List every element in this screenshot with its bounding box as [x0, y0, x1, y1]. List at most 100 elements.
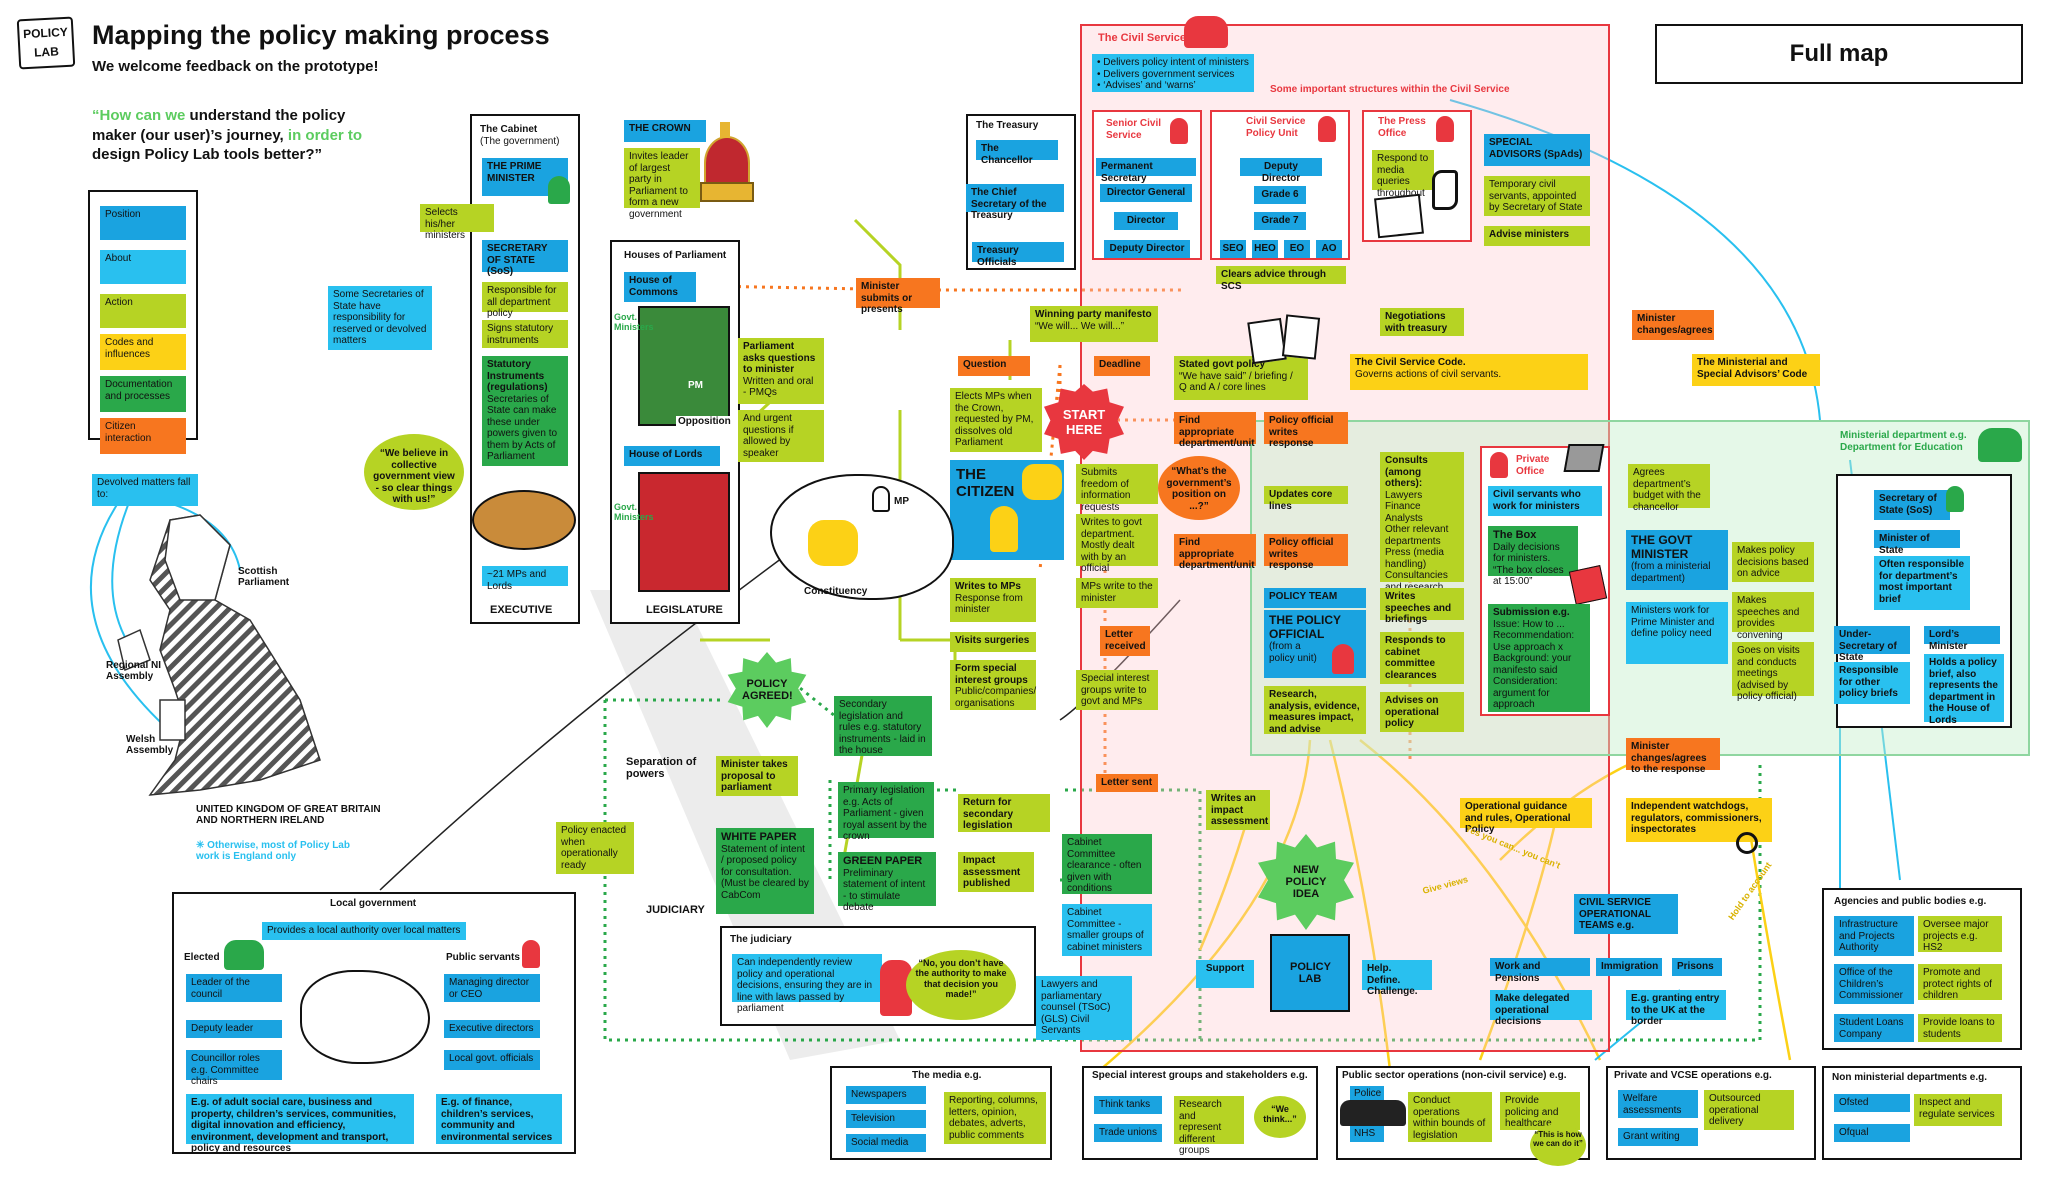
- agencies-title: Agencies and public bodies e.g.: [1834, 896, 1987, 907]
- negotiations-treasury: Negotiations with treasury: [1380, 308, 1464, 336]
- legend-position: Position: [100, 206, 186, 240]
- legend-citizen: Citizen interaction: [100, 418, 186, 454]
- urgent-questions: And urgent questions if allowed by speak…: [738, 410, 824, 462]
- submits-foi: Submits freedom of information requests: [1076, 464, 1158, 513]
- deputy-director: Deputy Director: [1104, 240, 1190, 258]
- provide-policing: Provide policing and healthcare: [1500, 1092, 1580, 1130]
- cabinet-subtitle: (The government): [480, 136, 560, 147]
- cabinet-title: The Cabinet: [480, 124, 538, 135]
- consults-title: Consults (among others):: [1385, 455, 1428, 489]
- crown-invites: Invites leader of largest party in Parli…: [624, 148, 700, 220]
- policy-lab-laptop-icon: POLICY LAB: [1270, 934, 1350, 1012]
- help-define-challenge: Help. Define. Challenge.: [1362, 960, 1432, 997]
- unit-person-icon: [1318, 116, 1336, 142]
- letter-received: Letter received: [1100, 626, 1150, 656]
- find-department-2: Find appropriate department/unit: [1174, 534, 1256, 571]
- the-govt-minister: THE GOVT MINISTER (from a ministerial de…: [1626, 530, 1728, 590]
- new-policy-idea-text: NEW POLICY IDEA: [1285, 864, 1327, 900]
- mps-write-minister: MPs write to the minister: [1076, 578, 1158, 608]
- director: Director: [1114, 212, 1178, 230]
- minister-changes-response: Minister changes/agrees to the response: [1626, 738, 1720, 775]
- local-map-icon: [300, 970, 430, 1064]
- media-reporting: Reporting, columns, letters, opinion, de…: [944, 1092, 1046, 1144]
- cabinet-committee: Cabinet Committee - smaller groups of ca…: [1062, 904, 1152, 956]
- servant-examples: E.g. of finance, children’s services, co…: [436, 1094, 562, 1144]
- code-sub: Governs actions of civil servants.: [1355, 368, 1502, 380]
- stated-title: Stated govt policy: [1179, 359, 1266, 370]
- ofqual: Ofqual: [1834, 1124, 1910, 1142]
- legend-documentation: Documentation and processes: [100, 376, 186, 412]
- constituency-label: Constituency: [804, 586, 868, 597]
- winning-sub: “We will... We will...”: [1035, 320, 1125, 332]
- some-sos-devolved: Some Secretaries of State have responsib…: [328, 286, 432, 350]
- police: Police: [1350, 1086, 1384, 1102]
- submission-body: Issue: How to ... Recommendation: Use ap…: [1493, 618, 1575, 711]
- winning-manifesto: Winning party manifesto “We will... We w…: [1030, 306, 1158, 342]
- govt-ministers-label: Govt. Ministers: [614, 312, 654, 333]
- ministerial-code: The Ministerial and Special Advisors’ Co…: [1692, 354, 1820, 386]
- commons-chamber-icon: [638, 306, 730, 426]
- seo: SEO: [1220, 240, 1246, 258]
- govt-ministers-label-2: Govt. Ministers: [614, 502, 654, 523]
- special-interest-title: Special interest groups and stakeholders…: [1092, 1070, 1308, 1081]
- writes-mps-sub: Response from minister: [955, 592, 1023, 616]
- submission-title: Submission e.g.: [1493, 607, 1570, 618]
- writes-impact-assessment: Writes an impact assessment: [1206, 790, 1270, 830]
- pm-person-icon: [548, 176, 570, 204]
- govt-minister-sub: (from a ministerial department): [1631, 561, 1711, 584]
- impact-published: Impact assessment published: [958, 852, 1034, 892]
- start-here-text: START HERE: [1062, 407, 1106, 437]
- policy-lab-mini-logo: POLICY LAB: [1290, 961, 1331, 985]
- policy-official-title: THE POLICY OFFICIAL: [1269, 613, 1341, 641]
- asks-sub: Written and oral - PMQs: [743, 375, 814, 399]
- lawyers-counsel: Lawyers and parliamentary counsel (TSoC)…: [1036, 976, 1132, 1040]
- stated-sub: “We have said” / briefing / Q and A / co…: [1179, 370, 1293, 394]
- spads-temporary: Temporary civil servants, appointed by S…: [1484, 176, 1590, 216]
- letter-sent: Letter sent: [1096, 774, 1158, 792]
- think-tanks: Think tanks: [1094, 1096, 1162, 1114]
- local-officials: Local govt. officials: [444, 1050, 540, 1070]
- advises-operational: Advises on operational policy: [1380, 692, 1464, 732]
- legend-codes: Codes and influences: [100, 334, 186, 370]
- the-citizen: THE CITIZEN: [950, 460, 1064, 560]
- citizen-person-icon: [990, 506, 1018, 552]
- opposition-label: Opposition: [676, 416, 733, 428]
- minister-submits: Minister submits or presents: [856, 278, 940, 315]
- green-paper: GREEN PAPER Preliminary statement of int…: [838, 852, 936, 913]
- policy-official-person-icon: [1332, 644, 1354, 674]
- grade-7: Grade 7: [1254, 212, 1306, 230]
- permanent-secretary: Permanent Secretary: [1096, 158, 1196, 184]
- civil-service-policy-unit: Civil Service Policy Unit: [1246, 116, 1306, 139]
- legend-action: Action: [100, 294, 186, 328]
- ministerial-department-title: Ministerial department e.g. Department f…: [1840, 430, 1967, 453]
- elected-examples: E.g. of adult social care, business and …: [186, 1094, 414, 1154]
- press-person-icon: [1436, 116, 1454, 142]
- promote-rights: Promote and protect rights of children: [1918, 964, 2002, 1001]
- uk-label: UNITED KINGDOM OF GREAT BRITAIN AND NORT…: [196, 804, 381, 826]
- secondary-legislation: Secondary legislation and rules e.g. sta…: [834, 696, 932, 756]
- delegated-decisions: Make delegated operational decisions: [1490, 990, 1592, 1027]
- media-title: The media e.g.: [912, 1070, 982, 1081]
- ofsted: Ofsted: [1834, 1094, 1910, 1112]
- collective-bubble: “We believe in collective government vie…: [364, 434, 464, 510]
- box-body: Daily decisions for ministers. “The box …: [1493, 541, 1564, 588]
- legislature-label: LEGISLATURE: [646, 604, 723, 616]
- box-title: The Box: [1493, 529, 1537, 541]
- phone-icon: [1432, 170, 1458, 210]
- page-title: Mapping the policy making process: [92, 20, 550, 50]
- trade-unions: Trade unions: [1094, 1124, 1162, 1142]
- policy-official-sub: (from a policy unit): [1269, 641, 1317, 664]
- constituency-blob: [770, 474, 954, 600]
- form-groups-sub: Public/companies/ organisations: [955, 686, 1037, 709]
- red-box-icon: [1568, 565, 1608, 605]
- england-note-text: Otherwise, most of Policy Lab work is En…: [196, 840, 350, 862]
- social-media: Social media: [846, 1134, 926, 1152]
- clears-advice: Clears advice through SCS: [1216, 266, 1346, 292]
- consults: Consults (among others): Lawyers Finance…: [1380, 452, 1464, 604]
- agrees-budget: Agrees department’s budget with the chan…: [1628, 464, 1710, 513]
- citizens-crowd-icon: [1022, 464, 1062, 500]
- minister-of-state: Minister of State: [1874, 530, 1960, 556]
- writes-mps-title: Writes to MPs: [955, 581, 1021, 592]
- newspapers: Newspapers: [846, 1086, 926, 1104]
